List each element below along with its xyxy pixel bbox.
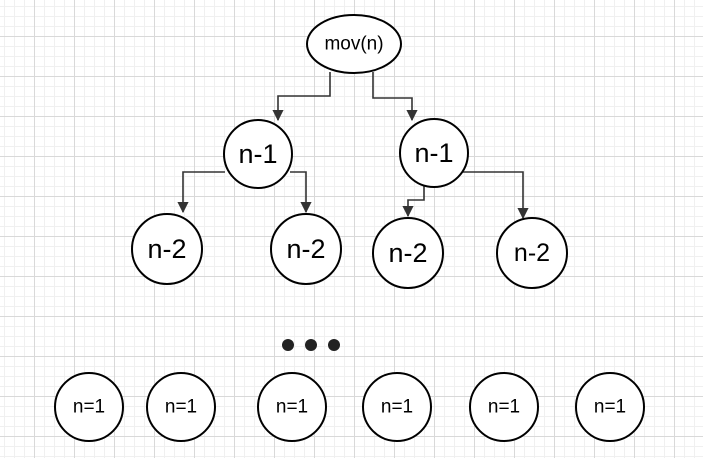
node-right-n-1: n-1 (399, 118, 469, 188)
node-left-n-1-label: n-1 (238, 139, 277, 169)
node-leaf-6: n=1 (575, 372, 645, 442)
node-leaf-2-label: n=1 (165, 397, 197, 418)
node-n-2-a: n-2 (131, 213, 203, 285)
node-root: mov(n) (306, 14, 402, 74)
node-n-2-d-label: n-2 (514, 239, 550, 267)
edge-right-n-1-to-n-2-d (463, 171, 529, 220)
node-n-2-a-label: n-2 (147, 234, 186, 264)
edge-root-to-right-n-1 (372, 72, 418, 122)
node-left-n-1: n-1 (223, 119, 293, 189)
node-leaf-4: n=1 (362, 372, 432, 442)
node-leaf-2: n=1 (146, 372, 216, 442)
node-root-label: mov(n) (324, 34, 383, 55)
node-n-2-d: n-2 (496, 217, 568, 289)
node-right-n-1-label: n-1 (414, 138, 453, 168)
node-leaf-6-label: n=1 (594, 397, 626, 418)
node-leaf-1-label: n=1 (73, 397, 105, 418)
node-n-2-b-label: n-2 (286, 234, 325, 264)
edge-left-n-1-to-n-2-a (177, 171, 225, 214)
edge-right-n-1-to-n-2-c (402, 185, 425, 218)
node-leaf-1: n=1 (54, 372, 124, 442)
node-n-2-c-label: n-2 (388, 238, 427, 268)
edge-root-to-left-n-1 (272, 72, 331, 122)
node-n-2-c: n-2 (372, 217, 444, 289)
ellipsis-dots (282, 339, 340, 351)
node-leaf-4-label: n=1 (381, 397, 413, 418)
node-leaf-5: n=1 (469, 372, 539, 442)
node-leaf-3-label: n=1 (276, 397, 308, 418)
node-n-2-b: n-2 (270, 213, 342, 285)
node-leaf-3: n=1 (257, 372, 327, 442)
edge-left-n-1-to-n-2-b (290, 171, 312, 214)
node-leaf-5-label: n=1 (488, 397, 520, 418)
